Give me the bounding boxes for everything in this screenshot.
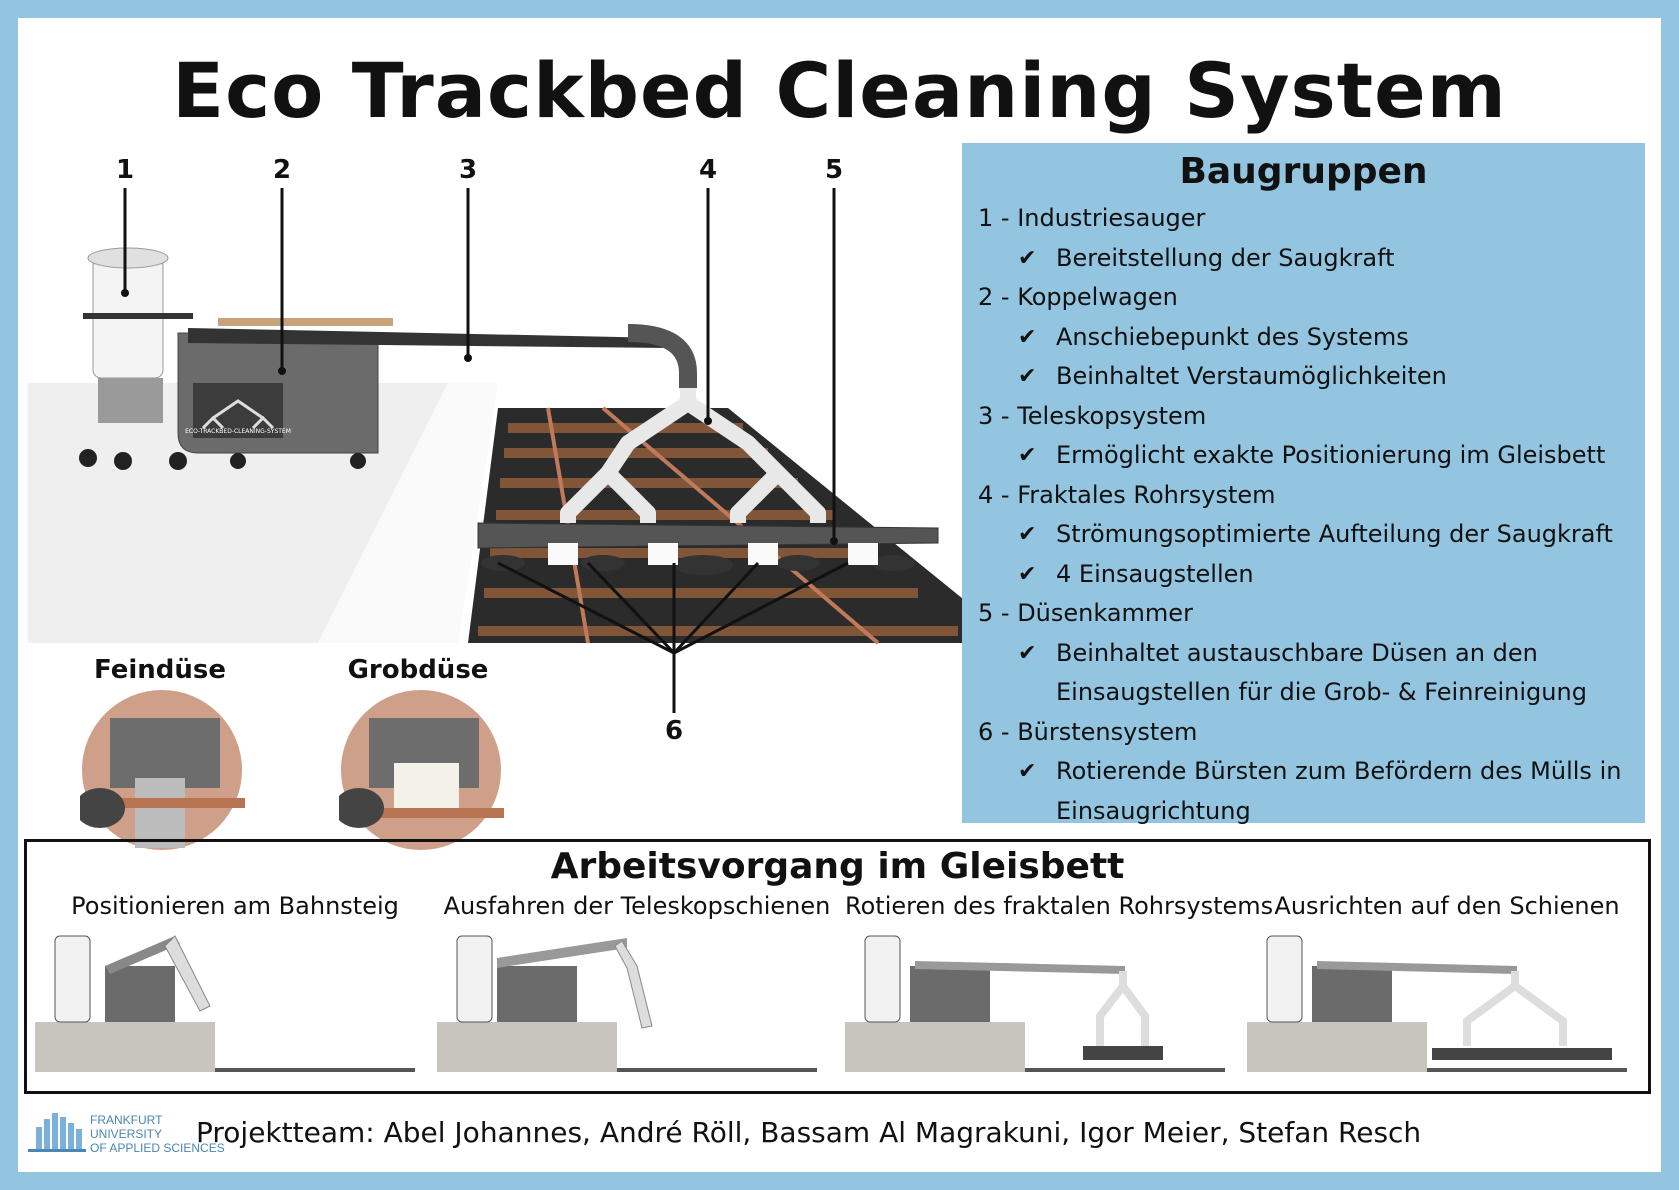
check-icon: ✔ [1018,324,1037,350]
assembly-group: 2 - Koppelwagen ✔Anschiebepunkt des Syst… [978,278,1635,397]
callout-1: 1 [115,155,135,185]
assembly-title: 6 - Bürstensystem [978,717,1198,746]
step-label: Positionieren am Bahnsteig [71,892,399,920]
callout-3: 3 [458,155,478,185]
assembly-item: ✔Rotierende Bürsten zum Befördern des Mü… [978,752,1635,831]
callout-5: 5 [824,155,844,185]
callout-4: 4 [698,155,718,185]
assembly-group: 5 - Düsenkammer ✔Beinhaltet austauschbar… [978,594,1635,713]
assembly-group: 4 - Fraktales Rohrsystem ✔Strömungsoptim… [978,476,1635,595]
callout-2: 2 [272,155,292,185]
process-step: Positionieren am Bahnsteig [35,892,435,1087]
assembly-group: 6 - Bürstensystem ✔Rotierende Bürsten zu… [978,713,1635,832]
assembly-group: 3 - Teleskopsystem ✔Ermöglicht exakte Po… [978,397,1635,476]
nozzle-chamber [477,522,939,549]
footer: FRANKFURT UNIVERSITY OF APPLIED SCIENCES… [28,1103,1648,1169]
assemblies-list: 1 - Industriesauger ✔Bereitstellung der … [978,199,1635,831]
process-step: Rotieren des fraktalen Rohrsystems [845,892,1274,1087]
coarse-nozzle-label: Grobdüse [347,655,489,685]
fractal-pipe-system [560,388,826,523]
step-label: Ausrichten auf den Schienen [1274,892,1620,920]
main-render: ECO-TRACKBED-CLEANING-SYSTEM [28,143,968,863]
process-title: Arbeitsvorgang im Gleisbett [550,846,1125,887]
assembly-item: ✔Beinhaltet austauschbare Düsen an den E… [978,634,1635,713]
step-label: Rotieren des fraktalen Rohrsystems [845,892,1274,920]
university-logo-text: FRANKFURT UNIVERSITY OF APPLIED SCIENCES [90,1113,225,1155]
step-illustration [35,935,415,1072]
check-icon: ✔ [1018,364,1037,389]
check-icon: ✔ [1018,640,1037,666]
assembly-title: 3 - Teleskopsystem [978,401,1207,430]
assembly-item: ✔4 Einsaugstellen [978,555,1635,595]
assembly-title: 2 - Koppelwagen [978,283,1178,311]
check-icon: ✔ [1018,522,1037,547]
fine-nozzle-detail [80,690,245,850]
poster: Eco Trackbed Cleaning System [18,18,1661,1172]
coarse-nozzle-detail [339,690,504,850]
process-section: Arbeitsvorgang im Gleisbett Positioniere… [24,839,1651,1094]
machine-label: ECO-TRACKBED-CLEANING-SYSTEM [185,428,291,435]
fine-nozzle-label: Feindüse [94,655,226,685]
check-icon: ✔ [1018,759,1037,784]
assembly-item: ✔Ermöglicht exakte Positionierung im Gle… [978,436,1635,476]
step-label: Ausfahren der Teleskopschienen [443,892,831,920]
telescope-system [188,328,668,348]
page-title: Eco Trackbed Cleaning System [172,46,1507,135]
panel-title: Baugruppen [1179,151,1428,192]
check-icon: ✔ [1018,443,1037,468]
assembly-title: 1 - Industriesauger [978,204,1206,232]
step-illustration [437,935,817,1072]
step-illustration [845,935,1225,1072]
assembly-title: 4 - Fraktales Rohrsystem [978,480,1276,509]
assemblies-panel: Baugruppen 1 - Industriesauger ✔Bereitst… [962,143,1645,825]
callout-6: 6 [664,716,684,746]
assembly-item: ✔Beinhaltet Verstaumöglichkeiten [978,357,1635,397]
assembly-group: 1 - Industriesauger ✔Bereitstellung der … [978,199,1635,278]
render-illustration: ECO-TRACKBED-CLEANING-SYSTEM [28,188,968,713]
project-team: Projektteam: Abel Johannes, André Röll, … [196,1116,1422,1149]
check-icon: ✔ [1018,245,1037,271]
university-logo-icon [28,1113,86,1152]
assembly-item: ✔Bereitstellung der Saugkraft [978,239,1635,279]
check-icon: ✔ [1018,561,1037,587]
assembly-item: ✔Anschiebepunkt des Systems [978,318,1635,358]
assembly-item: ✔Strömungsoptimierte Aufteilung der Saug… [978,515,1635,555]
assembly-title: 5 - Düsenkammer [978,599,1193,627]
process-step: Ausrichten auf den Schienen [1247,892,1647,1087]
step-illustration [1247,935,1627,1072]
process-step: Ausfahren der Teleskopschienen [437,892,837,1087]
